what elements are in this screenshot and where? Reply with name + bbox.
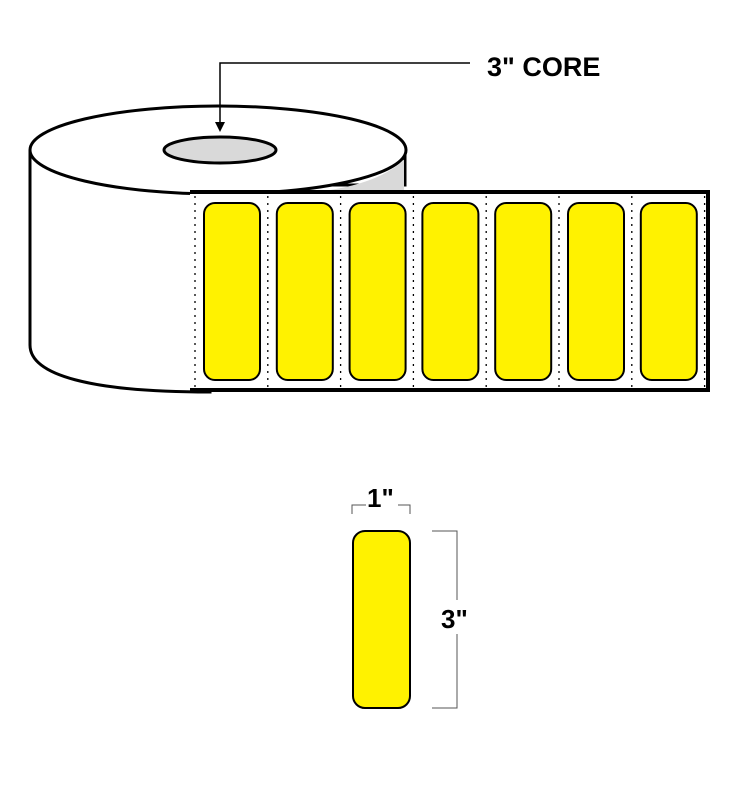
roll-label <box>348 202 407 381</box>
label-web <box>190 190 710 392</box>
roll-label <box>275 202 334 381</box>
height-label: 3" <box>441 604 468 634</box>
single-label-detail: 1" 3" <box>351 483 476 709</box>
core-hole <box>162 135 278 165</box>
roll-label <box>639 202 698 381</box>
roll-label <box>421 202 480 381</box>
single-label <box>352 530 411 709</box>
core-label: 3" CORE <box>487 52 600 82</box>
width-label: 1" <box>367 483 394 513</box>
roll-shadow <box>330 160 404 192</box>
roll-label <box>203 202 261 381</box>
core-callout: 3" CORE <box>215 52 600 132</box>
roll-label <box>567 202 625 381</box>
roll-labels <box>203 202 698 381</box>
roll-label <box>494 202 553 381</box>
callout-arrowhead <box>215 122 225 132</box>
callout-line <box>219 62 470 128</box>
